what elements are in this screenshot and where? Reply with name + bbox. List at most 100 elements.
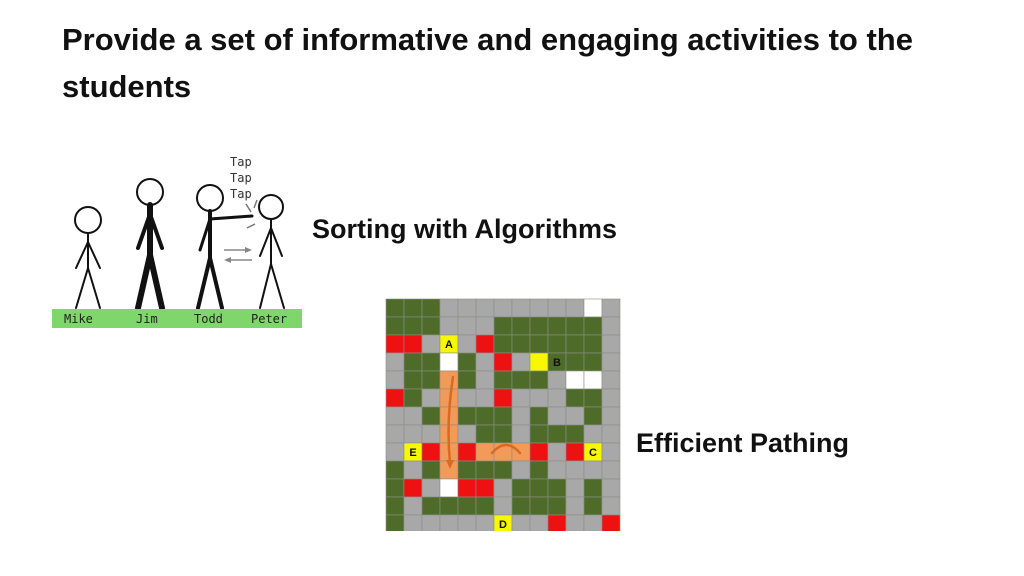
grid-cell [385,478,405,498]
swap-arrows-icon [224,247,252,263]
grid-cell [457,442,477,462]
route-arrows [446,375,522,469]
grid-cell [601,478,621,498]
grid-cell [511,352,531,372]
grid-cell [547,388,567,408]
grid-cell [601,298,621,318]
grid-cell [385,460,405,480]
grid-cell [601,442,621,462]
grid-cell [421,316,441,336]
grid-cell [565,316,585,336]
marker-b: B [553,357,561,369]
grid-cell [475,460,495,480]
grid-cell [583,352,603,372]
grid-cell [475,478,495,498]
grid-cell [421,334,441,354]
grid-cell [403,370,423,390]
grid-cell [601,370,621,390]
grid-cell [475,514,495,531]
stick-figure-todd [196,184,254,310]
grid-cell [583,478,603,498]
grid-cell [457,424,477,444]
grid-cell [385,496,405,516]
grid-cell [403,352,423,372]
efficient-pathing-label: Efficient Pathing [636,428,850,458]
grid-cell [403,424,423,444]
marker-a: A [445,339,453,351]
grid-cell [547,514,567,531]
grid-cell [475,352,495,372]
grid-cell [547,424,567,444]
grid-cell [511,388,531,408]
grid-cell [475,298,495,318]
grid-cell [547,460,567,480]
grid-cell [511,460,531,480]
grid-cell [421,388,441,408]
grid-cell [439,352,459,372]
grid-cell [421,460,441,480]
grid-cell [583,406,603,426]
grid-cell [529,496,549,516]
grid-cell [493,370,513,390]
grid-cell [511,478,531,498]
grid-cell [421,370,441,390]
grid-cell [457,406,477,426]
grid-cell [475,424,495,444]
grid-cell [385,388,405,408]
tap-text-1: Tap [230,155,252,169]
grid-cell [547,370,567,390]
route-arrow-horizontal [490,443,522,455]
grid-cell [421,298,441,318]
grid-cell [457,496,477,516]
grid-cell [565,442,585,462]
grid-cell [493,352,513,372]
name-jim: Jim [136,312,158,326]
grid-cell [529,388,549,408]
grid-cell [511,496,531,516]
grid-cell [385,514,405,531]
grid-cell [565,388,585,408]
grid-cell [601,424,621,444]
grid-cell [547,496,567,516]
grid-cell [493,406,513,426]
grid-cell [403,514,423,531]
grid-cell [511,298,531,318]
grid-cell [601,514,621,531]
name-todd: Todd [194,312,223,326]
grid-cell [475,334,495,354]
grid-cell [403,298,423,318]
grid-cell [511,334,531,354]
grid-cell [583,496,603,516]
grid-cell [529,352,549,372]
grid-cell [403,478,423,498]
ground-bar [52,309,302,328]
grid-cells [385,298,621,531]
grid-cell [493,388,513,408]
grid-cell [439,496,459,516]
grid-cell [403,316,423,336]
grid-cell [529,298,549,318]
stick-figure-jim [135,178,165,311]
grid-cell [385,442,405,462]
grid-cell [583,514,603,531]
marker-d: D [499,519,507,531]
grid-cell [457,388,477,408]
grid-cell [565,514,585,531]
grid-cell [457,460,477,480]
grid-cell [529,334,549,354]
stick-figure-mike [74,206,102,309]
grid-cell [385,370,405,390]
grid-cell [583,334,603,354]
grid-cell [493,496,513,516]
grid-cell [547,334,567,354]
grid-cell [529,514,549,531]
tap-text-2: Tap [230,171,252,185]
grid-cell [475,388,495,408]
grid-cell [421,496,441,516]
grid-cell [529,406,549,426]
grid-cell [601,388,621,408]
grid-cell [565,478,585,498]
grid-cell [385,406,405,426]
grid-cell [457,514,477,531]
name-peter: Peter [251,312,287,326]
